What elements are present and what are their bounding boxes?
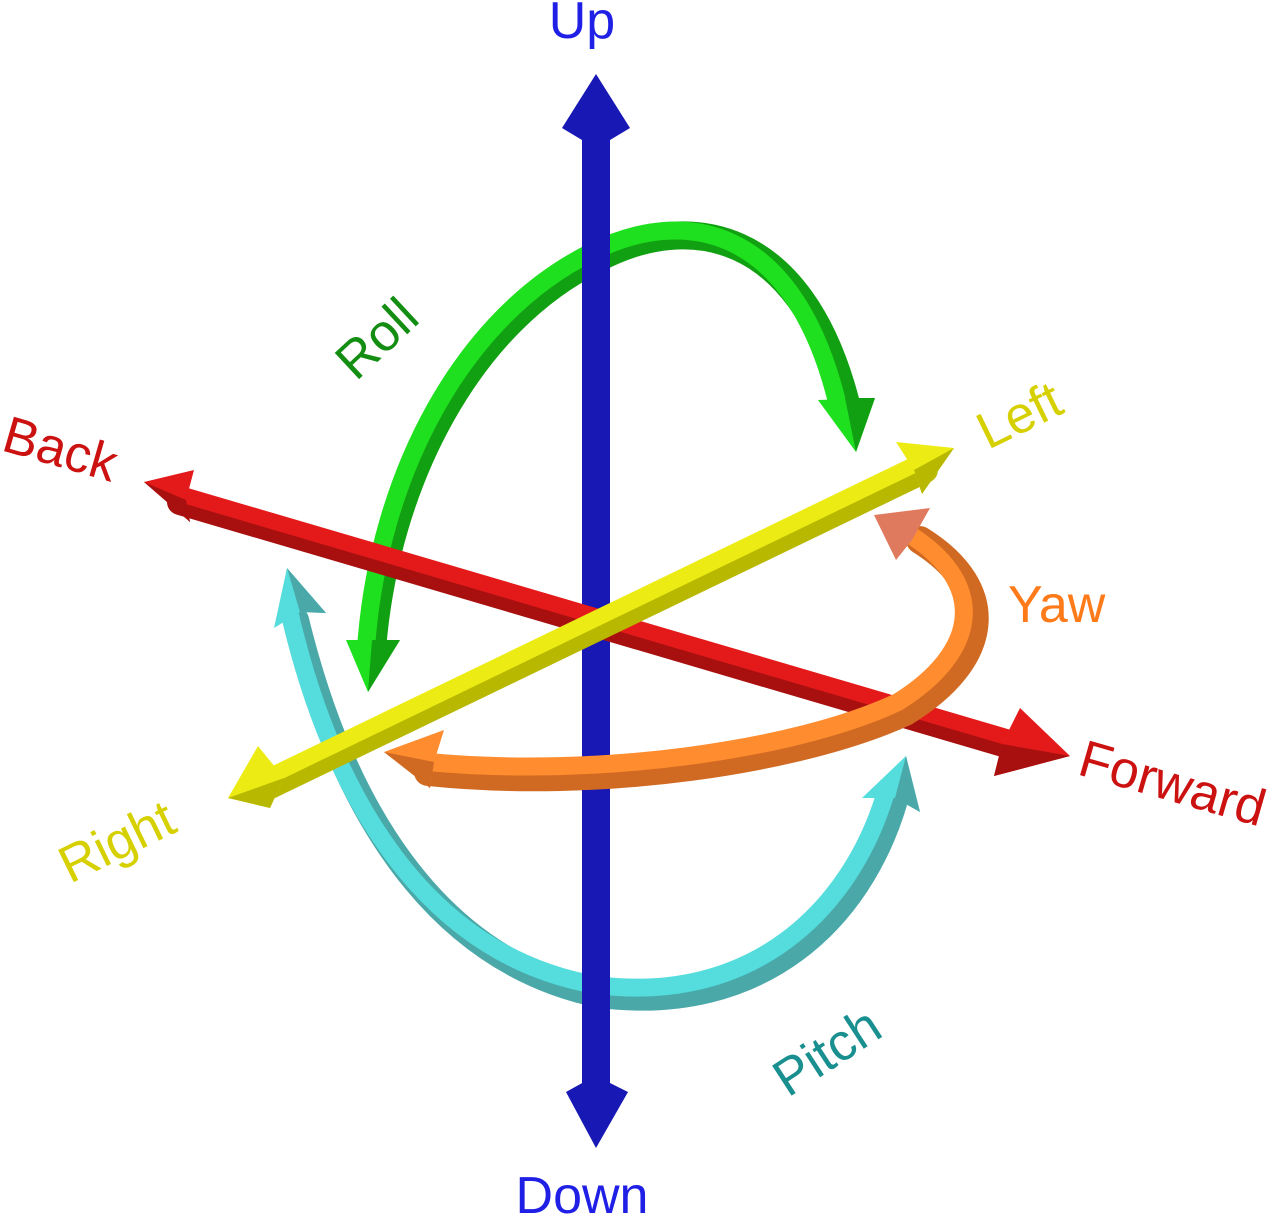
up-arrowhead xyxy=(562,74,630,140)
right-arrowhead-shade xyxy=(228,778,284,808)
vertical-axis-front-segment xyxy=(582,270,610,600)
down-label: Down xyxy=(516,1167,649,1215)
pitch-arrowhead-left-shade xyxy=(287,568,326,613)
yaw-label: Yaw xyxy=(1008,576,1106,634)
pitch-arrowhead-right-shade xyxy=(895,756,920,812)
roll-arrowhead-bottom-shade xyxy=(368,640,400,692)
forward-label: Forward xyxy=(1073,730,1272,838)
left-arrowhead-shade xyxy=(914,448,954,494)
up-label: Up xyxy=(549,0,615,50)
lateral-axis-shadow xyxy=(257,457,938,799)
roll-arrowhead-top-shade xyxy=(845,398,875,452)
roll-label: Roll xyxy=(325,287,430,391)
pitch-label: Pitch xyxy=(763,996,892,1108)
lateral-axis-shaft xyxy=(258,454,928,786)
yaw-arc-shadow xyxy=(414,526,989,792)
yaw-arrowhead-left-shade xyxy=(384,752,434,788)
vertical-axis-front-segment-low xyxy=(582,790,610,970)
down-arrowhead xyxy=(566,1082,628,1148)
yaw-arrowhead-right xyxy=(874,508,930,560)
yaw-arrow xyxy=(384,508,989,792)
right-label: Right xyxy=(50,789,185,895)
back-arrowhead-shade xyxy=(144,482,190,522)
lateral-axis xyxy=(228,442,954,808)
left-label: Left xyxy=(968,370,1072,460)
yaw-arc xyxy=(419,527,973,776)
forward-arrowhead-shade xyxy=(994,744,1070,776)
back-label: Back xyxy=(0,406,125,494)
